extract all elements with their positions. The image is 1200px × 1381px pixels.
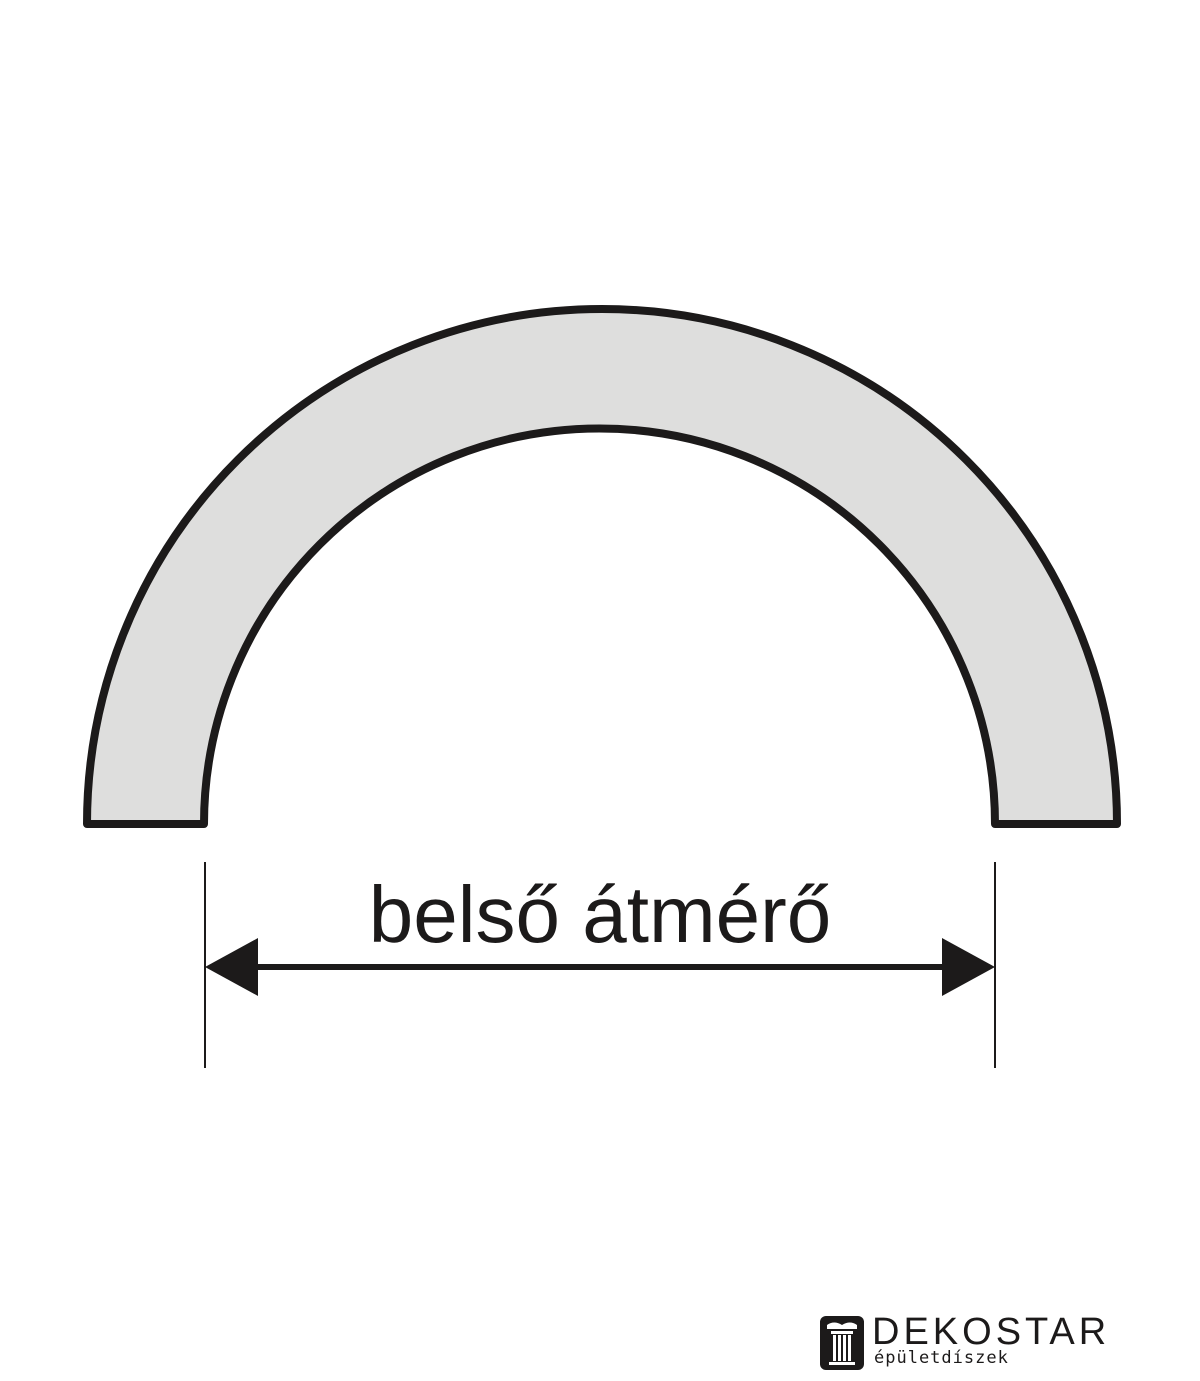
arch-shape: [83, 305, 1121, 828]
brand-logo: DEKOSTAR épületdíszek: [820, 1311, 1150, 1372]
brand-tagline: épületdíszek: [874, 1348, 1009, 1368]
arrowhead-left: [205, 938, 258, 996]
arrowhead-right: [942, 938, 995, 996]
column-icon: [820, 1316, 864, 1370]
brand-name: DEKOSTAR: [872, 1311, 1111, 1353]
dimension-label: belső átmérő: [368, 870, 832, 959]
